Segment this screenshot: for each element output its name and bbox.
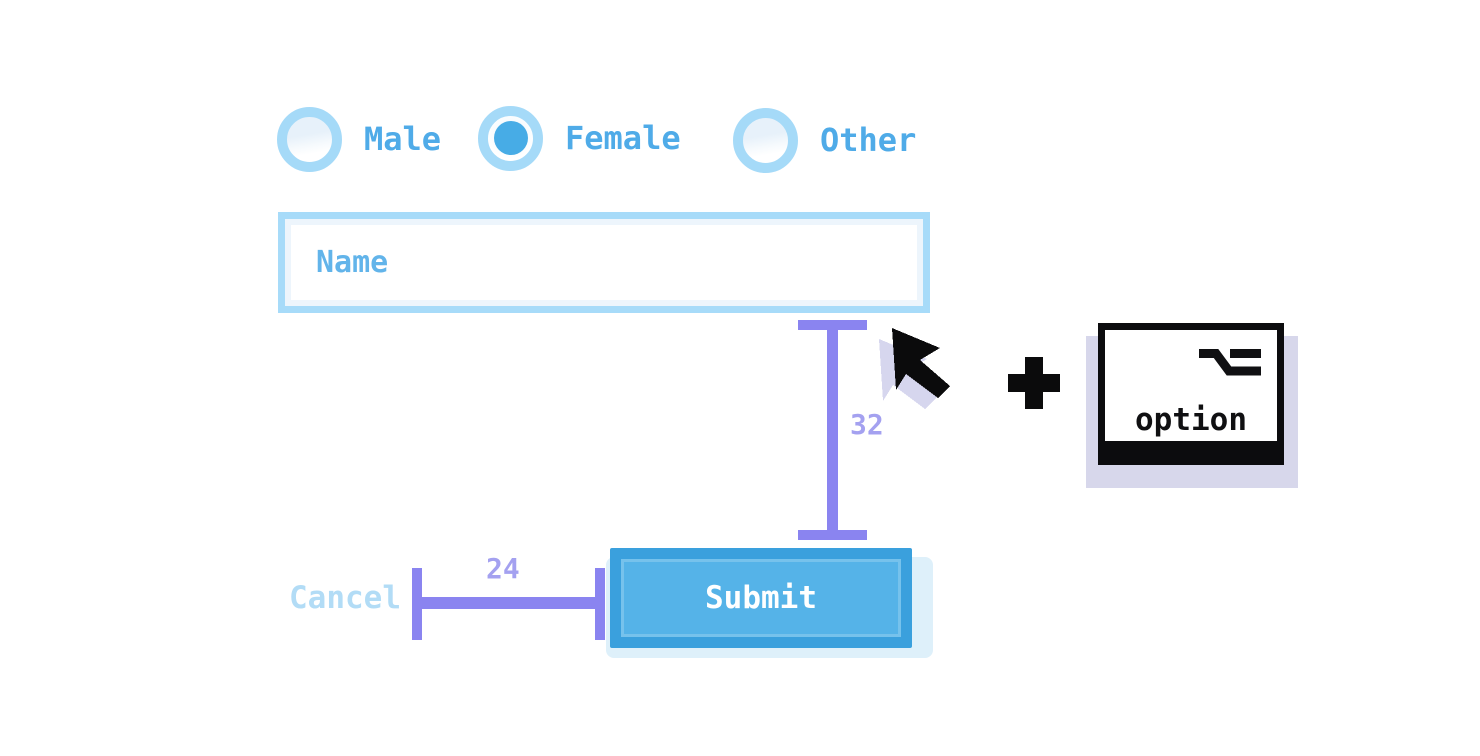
horizontal-spacing-ruler: 24 [412, 552, 605, 640]
radio-option-other[interactable]: Other [733, 107, 916, 173]
radio-unselected-icon[interactable] [733, 107, 798, 173]
submit-button-label: Submit [705, 580, 817, 616]
option-key-base [1105, 441, 1277, 458]
vertical-spacing-value: 32 [850, 408, 884, 441]
cursor-arrow [892, 328, 950, 398]
radio-label-male: Male [364, 120, 442, 158]
ruler-stem-vertical [827, 320, 838, 540]
ruler-cap-bottom [798, 530, 867, 540]
cursor-icon [879, 328, 950, 409]
name-field-wrapper [278, 212, 930, 313]
ruler-cap-right [595, 568, 605, 640]
horizontal-spacing-value: 24 [486, 552, 520, 585]
submit-button[interactable]: Submit [610, 548, 912, 648]
radio-unselected-icon[interactable] [277, 106, 342, 172]
ruler-stem-horizontal [412, 597, 605, 609]
cancel-button[interactable]: Cancel [289, 580, 401, 616]
option-key-label: option [1135, 402, 1247, 438]
option-modifier-icon [1199, 349, 1261, 376]
vertical-spacing-ruler: 32 [798, 320, 884, 540]
name-input[interactable] [291, 225, 917, 300]
option-key-icon: option [1098, 323, 1284, 465]
plus-icon [1008, 357, 1060, 409]
radio-label-other: Other [820, 121, 917, 159]
radio-selected-icon[interactable] [478, 105, 543, 171]
radio-option-male[interactable]: Male [277, 106, 441, 172]
radio-option-female[interactable]: Female [478, 105, 681, 171]
radio-label-female: Female [565, 119, 681, 157]
radio-dot [493, 121, 528, 155]
